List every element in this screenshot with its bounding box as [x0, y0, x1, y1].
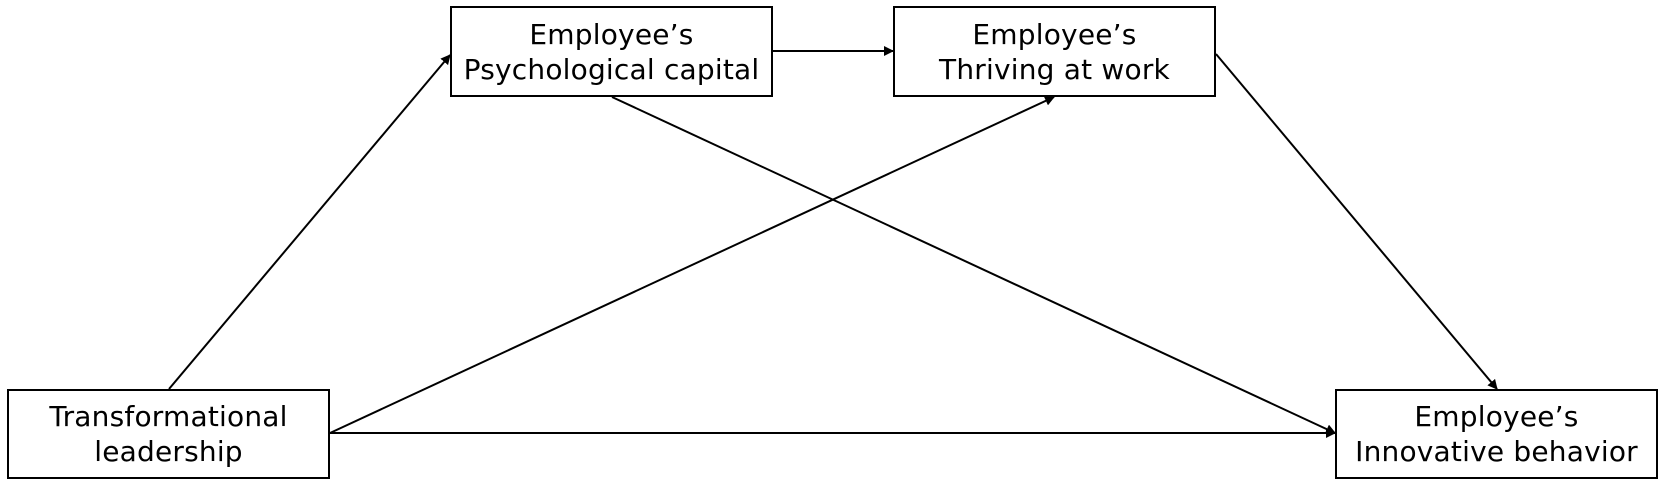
arrow-thriving-at-work-to-innovative-behavior	[1215, 53, 1498, 390]
node-label-line: leadership	[94, 435, 243, 468]
node-label-line: Transformational	[49, 400, 288, 433]
node-thriving-at-work: Employee’s Thriving at work	[893, 6, 1216, 97]
arrow-psychological-capital-to-innovative-behavior	[611, 96, 1336, 434]
node-label-line: Psychological capital	[463, 52, 760, 86]
node-label-line: Employee’s	[1414, 400, 1579, 433]
node-label-line: Employee’s	[529, 17, 694, 51]
arrow-transformational-leadership-to-psychological-capital	[168, 54, 451, 390]
node-label-line: Thriving at work	[939, 52, 1170, 86]
node-label-line: Employee’s	[972, 17, 1137, 51]
node-label-line: Innovative behavior	[1355, 435, 1638, 468]
node-transformational-leadership: Transformational leadership	[7, 389, 330, 479]
arrow-transformational-leadership-to-thriving-at-work	[329, 96, 1055, 434]
node-innovative-behavior: Employee’s Innovative behavior	[1335, 389, 1658, 479]
node-psychological-capital: Employee’s Psychological capital	[450, 6, 773, 97]
